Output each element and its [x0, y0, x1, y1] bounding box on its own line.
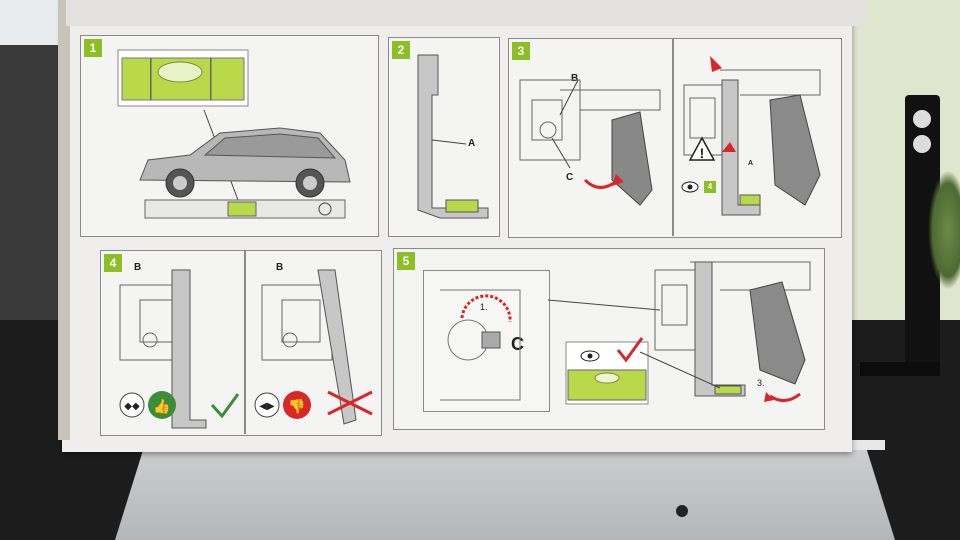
box-flap [66, 0, 866, 26]
panel-divider [672, 38, 674, 236]
press-arrow-icon [722, 142, 736, 152]
part-label-b: B [134, 262, 142, 273]
eye-icon [681, 181, 699, 193]
adjuster-closeup [440, 289, 521, 401]
car-illustration [139, 127, 351, 198]
headlight-reflector [769, 94, 821, 206]
step-badge: 2 [392, 41, 410, 59]
headlight-mechanism [261, 284, 333, 361]
bracket-a-tool [417, 54, 489, 219]
window-left [0, 0, 60, 45]
headlight-reflector [749, 281, 806, 385]
panel-step-2 [388, 37, 500, 237]
laptop [115, 440, 895, 540]
thumbs-up-icon: 👍 [148, 391, 176, 419]
svg-text:!: ! [700, 145, 705, 161]
check-icon [210, 393, 240, 419]
eye-icon [580, 350, 600, 362]
speaker-base [860, 362, 940, 376]
level-check [565, 341, 649, 405]
box-side [58, 0, 70, 440]
misalign-icon: ◀▶ [254, 392, 280, 418]
align-icon: ◆◆ [119, 392, 145, 418]
rotate-arrow [769, 392, 801, 402]
svg-text:👍: 👍 [153, 398, 170, 415]
part-label-a: A [468, 138, 476, 149]
warning-icon: ! [688, 136, 716, 161]
speaker-driver [913, 135, 931, 153]
inline-step-badge: 4 [704, 181, 716, 193]
step-badge: 3 [512, 42, 530, 60]
bracket-a-tool [694, 261, 746, 397]
svg-text:◀▶: ◀▶ [259, 401, 275, 412]
step-badge: 1 [84, 39, 102, 57]
bracket-a-tool [317, 269, 357, 425]
headlight-mechanism [519, 79, 661, 169]
substep-3: 3. [757, 378, 765, 388]
webcam-icon [676, 505, 688, 517]
step-badge: 5 [397, 252, 415, 270]
plant [928, 170, 960, 290]
check-icon [616, 337, 644, 363]
panel-divider [244, 250, 246, 434]
part-label-a: A [748, 160, 754, 167]
part-label-b: B [571, 73, 579, 84]
speaker-driver [913, 110, 931, 128]
svg-text:👎: 👎 [288, 398, 305, 415]
thumbs-down-icon: 👎 [283, 391, 311, 419]
step-badge: 4 [104, 254, 122, 272]
spirit-level-closeup [117, 49, 249, 107]
press-arrow-icon [710, 56, 722, 72]
svg-text:◆◆: ◆◆ [124, 401, 140, 412]
long-spirit-level [144, 199, 346, 219]
substep-1: 1. [480, 302, 488, 312]
cross-icon [327, 390, 373, 416]
part-label-c: C [511, 334, 524, 354]
part-label-b: B [276, 262, 284, 273]
part-label-c: C [566, 172, 574, 183]
bracket-a-tool [171, 269, 207, 429]
headlight-reflector [611, 111, 653, 206]
